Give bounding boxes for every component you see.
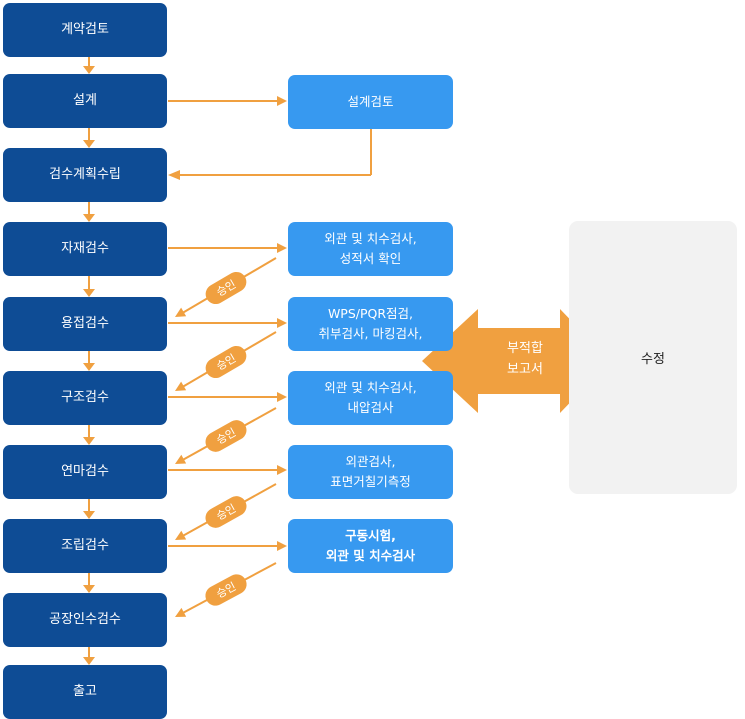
approval-arrow-4-head	[175, 607, 187, 617]
approval-arrow-0-head	[175, 307, 187, 317]
arrow-to-detail-0-head	[277, 243, 287, 253]
arrow-design-to-review-head	[277, 96, 287, 106]
down-arrow-1-head	[83, 140, 95, 148]
detail-assembly-check: 구동시험, 외관 및 치수검사	[288, 519, 453, 573]
down-arrow-7-head	[83, 585, 95, 593]
step-design: 설계	[3, 74, 167, 128]
down-arrow-2-head	[83, 214, 95, 222]
step-material-inspection: 자재검수	[3, 222, 167, 276]
step-grinding-inspection: 연마검수	[3, 445, 167, 499]
step-contract-review: 계약검토	[3, 3, 167, 57]
arrow-to-detail-1-head	[277, 318, 287, 328]
arrow-to-detail-3-head	[277, 465, 287, 475]
step-factory-acceptance: 공장인수검수	[3, 593, 167, 647]
arrow-to-detail-4-head	[277, 541, 287, 551]
nonconformity-double-arrow	[422, 309, 610, 413]
down-arrow-8-head	[83, 657, 95, 665]
arrow-to-detail-2-head	[277, 392, 287, 402]
down-arrow-3-head	[83, 289, 95, 297]
detail-welding-check: WPS/PQR점검, 취부검사, 마킹검사,	[288, 297, 453, 351]
approval-arrow-1-head	[175, 381, 187, 391]
step-structure-inspection: 구조검수	[3, 371, 167, 425]
detail-grinding-check: 외관검사, 표면거칠기측정	[288, 445, 453, 499]
detail-design-review: 설계검토	[288, 75, 453, 129]
step-assembly-inspection: 조립검수	[3, 519, 167, 573]
correction-label: 수정	[641, 352, 665, 367]
down-arrow-6-head	[83, 511, 95, 519]
arrow-review-back-head	[168, 170, 180, 180]
step-inspection-plan: 검수계획수립	[3, 148, 167, 202]
approval-arrow-2-head	[175, 454, 187, 464]
correction-panel: 수정	[569, 221, 737, 494]
step-shipment: 출고	[3, 665, 167, 719]
down-arrow-5-head	[83, 437, 95, 445]
down-arrow-4-head	[83, 363, 95, 371]
down-arrow-0-head	[83, 66, 95, 74]
detail-material-check: 외관 및 치수검사, 성적서 확인	[288, 222, 453, 276]
step-welding-inspection: 용접검수	[3, 297, 167, 351]
detail-structure-check: 외관 및 치수검사, 내압검사	[288, 371, 453, 425]
nonconformity-report-label: 부적합 보고서	[507, 341, 543, 377]
approval-arrow-3-head	[175, 530, 187, 540]
